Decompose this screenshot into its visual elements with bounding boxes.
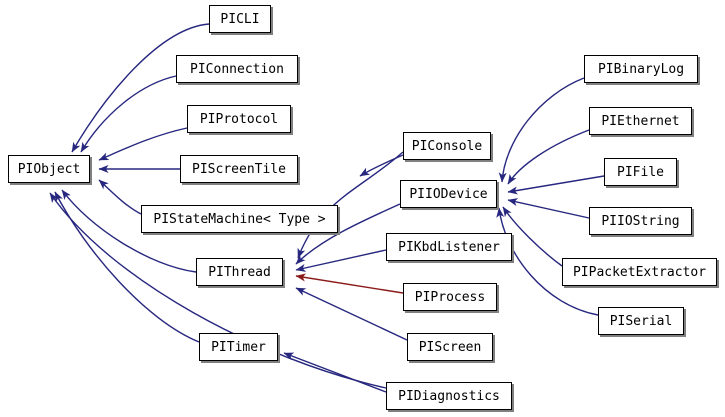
node-label-picli: PICLI — [220, 11, 260, 27]
edge-piiodevice-to-pithread — [295, 203, 401, 265]
edge-pidiagnostics-to-pitimer — [283, 352, 387, 393]
node-label-pifile: PIFile — [617, 164, 664, 180]
node-piprocess[interactable]: PIProcess — [403, 283, 497, 311]
node-piconsole[interactable]: PIConsole — [403, 132, 491, 160]
edge-piiostring-to-piiodevice — [507, 198, 590, 219]
node-pitimer[interactable]: PITimer — [199, 333, 278, 361]
node-piconnection[interactable]: PIConnection — [176, 55, 298, 83]
edge-pithread-to-piobject — [61, 189, 197, 273]
node-label-piprocess: PIProcess — [414, 289, 486, 305]
node-pikbdlistener[interactable]: PIKbdListener — [386, 233, 512, 261]
edge-piprocess-to-pithread — [295, 273, 404, 294]
node-picli[interactable]: PICLI — [209, 5, 271, 33]
node-piobject[interactable]: PIObject — [8, 155, 90, 183]
node-label-pikbdlistener: PIKbdListener — [398, 239, 500, 255]
node-label-piconsole: PIConsole — [411, 138, 483, 154]
node-label-piconnection: PIConnection — [190, 61, 284, 77]
node-piscreentile[interactable]: PIScreenTile — [180, 155, 298, 183]
edge-piethernet-to-piiodevice — [507, 129, 590, 185]
node-label-piscreen: PIScreen — [418, 339, 482, 355]
edge-pipacketextractor-to-piiodevice — [502, 206, 563, 267]
edge-pikbdlistener-to-pithread — [295, 249, 387, 272]
edge-piscreen-to-pithread — [295, 287, 408, 341]
node-label-pistatemachine: PIStateMachine< Type > — [153, 211, 326, 227]
node-label-piserial: PISerial — [609, 313, 673, 329]
node-label-piethernet: PIEthernet — [601, 113, 680, 129]
node-pibinarylog[interactable]: PIBinaryLog — [584, 55, 698, 83]
node-label-pipacketextractor: PIPacketExtractor — [572, 264, 707, 280]
edges-group — [49, 23, 605, 393]
edge-picli-to-piobject — [71, 23, 210, 153]
edge-pidiagnostics-to-piobject — [49, 192, 387, 389]
edge-pistatemachine-to-piobject — [98, 179, 142, 215]
node-piprotocol[interactable]: PIProtocol — [187, 105, 291, 133]
node-label-piobject: PIObject — [17, 161, 81, 177]
edge-pibinarylog-to-piiodevice — [498, 77, 585, 183]
node-piserial[interactable]: PISerial — [598, 307, 684, 335]
edge-pifile-to-piiodevice — [507, 175, 605, 195]
node-piiodevice[interactable]: PIIODevice — [400, 180, 497, 208]
node-label-pidiagnostics: PIDiagnostics — [398, 388, 500, 404]
edge-piconnection-to-piobject — [80, 75, 177, 153]
node-pifile[interactable]: PIFile — [604, 158, 677, 186]
node-label-piiostring: PIIOString — [601, 213, 680, 229]
node-label-pibinarylog: PIBinaryLog — [597, 61, 685, 77]
edge-piprotocol-to-piobject — [98, 127, 188, 161]
node-pidiagnostics[interactable]: PIDiagnostics — [386, 382, 512, 410]
node-label-piiodevice: PIIODevice — [409, 186, 488, 202]
edge-piconsole-to-pithread — [297, 151, 404, 259]
edge-pitimer-to-piobject — [54, 191, 200, 343]
node-piscreen[interactable]: PIScreen — [407, 333, 493, 361]
node-pithread[interactable]: PIThread — [196, 258, 283, 286]
node-label-piscreentile: PIScreenTile — [192, 161, 286, 177]
node-pipacketextractor[interactable]: PIPacketExtractor — [562, 258, 717, 286]
node-label-piprotocol: PIProtocol — [199, 111, 279, 127]
node-label-pitimer: PITimer — [211, 339, 266, 355]
edge-piserial-to-piiodevice — [496, 207, 599, 316]
node-pistatemachine[interactable]: PIStateMachine< Type > — [141, 205, 338, 233]
edge-piconsole-to-piiodevice — [359, 154, 404, 177]
node-piiostring[interactable]: PIIOString — [589, 207, 692, 235]
node-piethernet[interactable]: PIEthernet — [589, 107, 692, 135]
node-label-pithread: PIThread — [208, 264, 271, 280]
